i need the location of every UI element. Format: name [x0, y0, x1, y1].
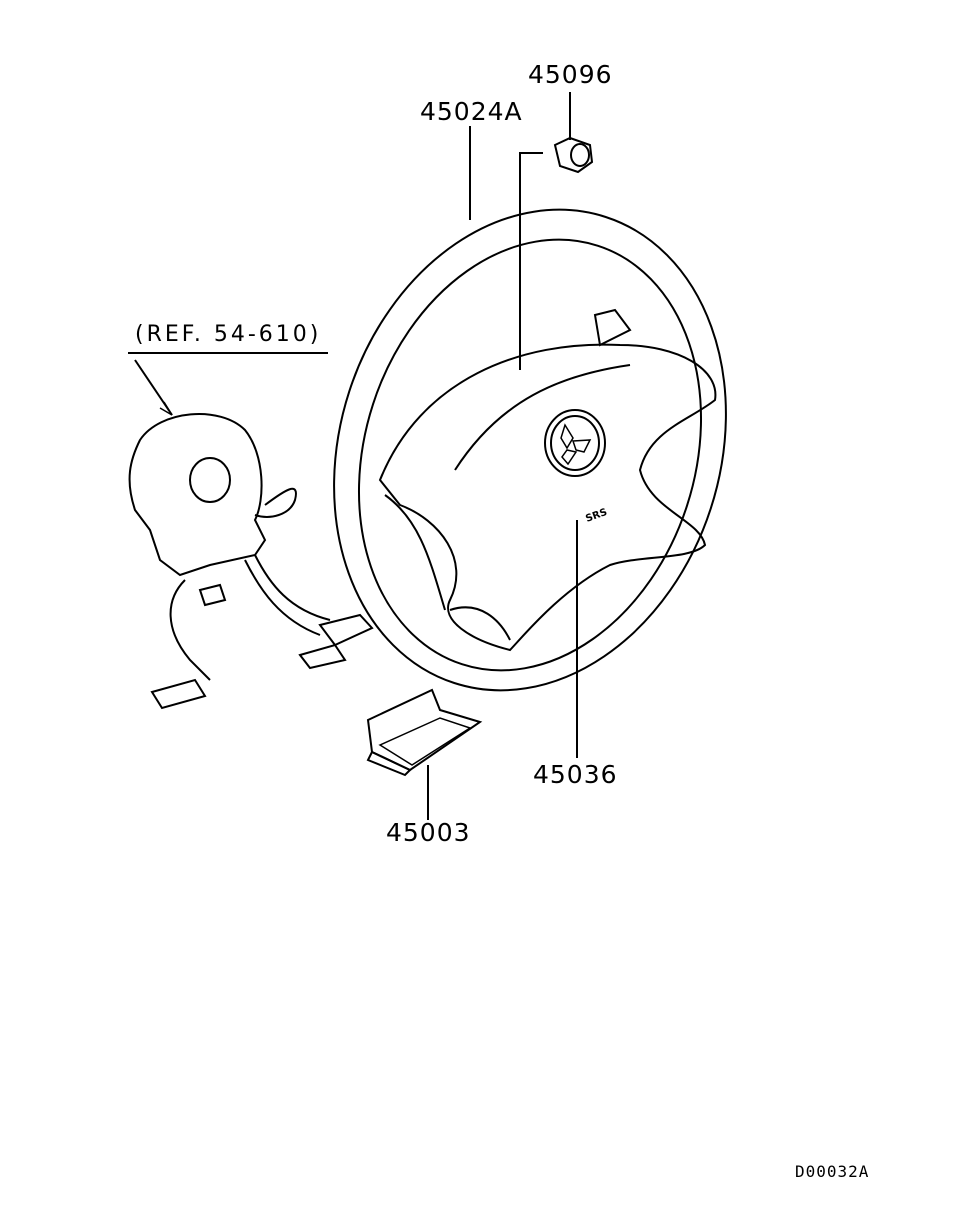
- part-label-45024a: 45024A: [420, 97, 523, 126]
- part-label-45096: 45096: [528, 60, 613, 89]
- leader-lines: [128, 92, 578, 820]
- clock-spring-assembly: [128, 413, 374, 710]
- steering-wheel: [333, 208, 727, 692]
- part-label-45003: 45003: [386, 818, 471, 847]
- diagram-code: D00032A: [795, 1162, 870, 1181]
- reference-label-54-610: (REF. 54-610): [135, 322, 322, 347]
- nut-45096: [553, 136, 594, 174]
- part-label-45036: 45036: [533, 760, 618, 789]
- svg-text:SRS: SRS: [584, 507, 609, 525]
- pad-45003: [366, 688, 483, 777]
- mitsubishi-logo-icon: [544, 409, 606, 477]
